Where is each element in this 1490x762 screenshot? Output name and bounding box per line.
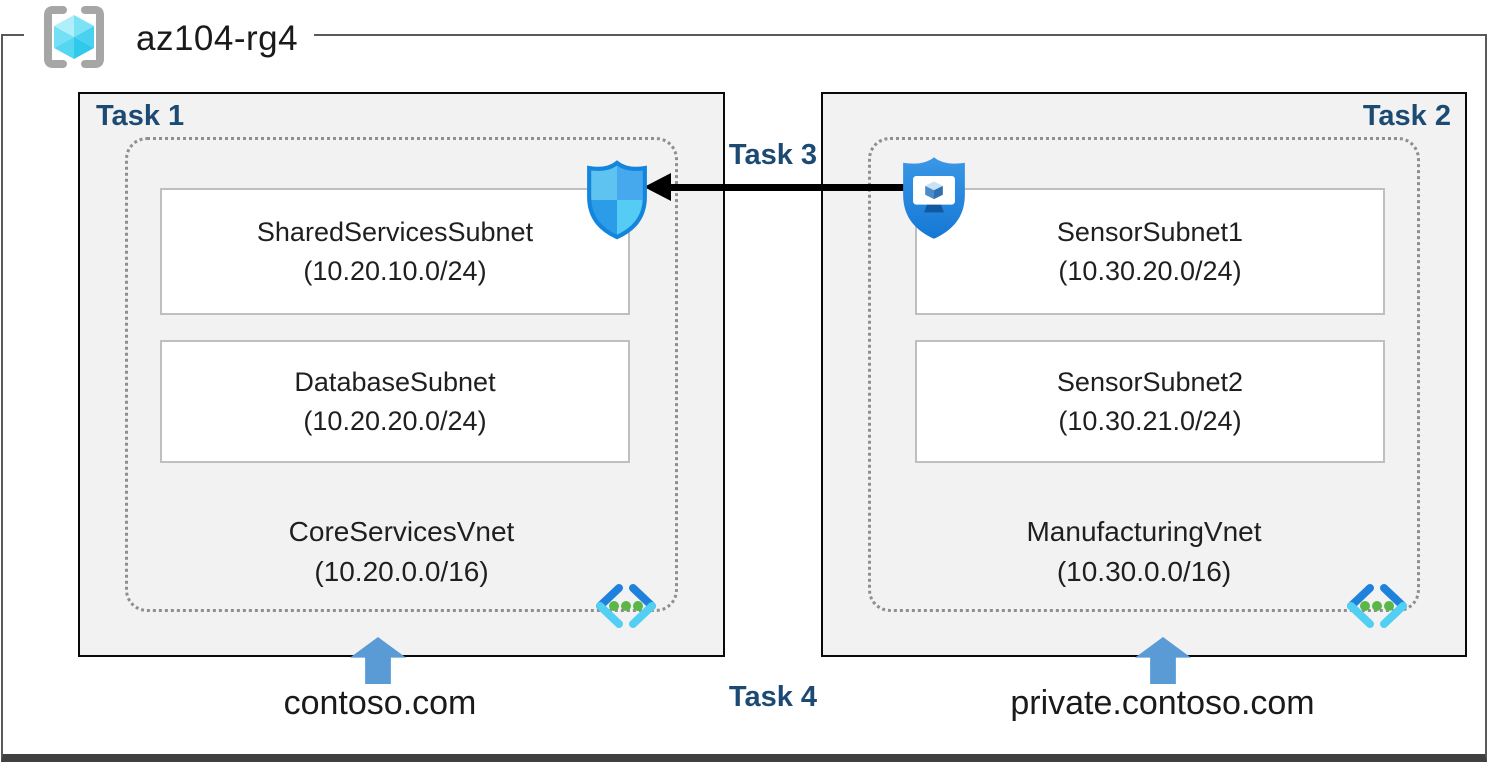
dns-domain-right: private.contoso.com — [1010, 684, 1315, 722]
subnet-name: SharedServicesSubnet — [256, 216, 534, 247]
database-subnet-box: DatabaseSubnet (10.20.20.0/24) — [160, 340, 630, 463]
task4-label: Task 4 — [728, 681, 818, 713]
peering-arrow-line — [668, 184, 930, 191]
dns-domain-left: contoso.com — [283, 684, 477, 722]
sensor-subnet1-box: SensorSubnet1 (10.30.20.0/24) — [915, 188, 1385, 315]
task2-label: Task 2 — [1362, 100, 1451, 132]
resource-group-badge: az104-rg4 — [24, 0, 315, 80]
manufacturing-vnet-boundary — [868, 137, 1420, 612]
vnet-cidr: (10.20.0.0/16) — [314, 556, 489, 587]
manufacturing-vnet-label: ManufacturingVnet (10.30.0.0/16) — [868, 512, 1420, 592]
core-services-vnet-label: CoreServicesVnet (10.20.0.0/16) — [125, 512, 678, 592]
core-services-vnet-boundary — [125, 137, 678, 612]
subnet-name: SensorSubnet1 — [1056, 216, 1244, 247]
network-security-group-icon — [584, 159, 650, 246]
task3-label: Task 3 — [728, 139, 818, 171]
shared-services-subnet-box: SharedServicesSubnet (10.20.10.0/24) — [160, 188, 630, 315]
virtual-network-icon — [1344, 583, 1410, 634]
sensor-subnet2-box: SensorSubnet2 (10.30.21.0/24) — [915, 340, 1385, 463]
black-left-arrow-icon — [644, 173, 671, 201]
virtual-network-icon — [593, 583, 659, 634]
task1-label: Task 1 — [96, 100, 185, 132]
subnet-name: SensorSubnet2 — [1056, 366, 1244, 397]
subnet-cidr: (10.30.20.0/24) — [1058, 255, 1242, 286]
resource-group-frame — [1, 34, 1487, 762]
bastion-shield-icon — [896, 155, 972, 246]
resource-group-name: az104-rg4 — [136, 19, 299, 58]
subnet-cidr: (10.20.10.0/24) — [303, 255, 487, 286]
azure-resource-group-icon — [36, 0, 112, 80]
subnet-name: DatabaseSubnet — [294, 366, 496, 397]
vnet-name: ManufacturingVnet — [1026, 516, 1262, 547]
vnet-name: CoreServicesVnet — [288, 516, 515, 547]
vnet-cidr: (10.30.0.0/16) — [1056, 556, 1232, 587]
subnet-cidr: (10.20.20.0/24) — [303, 405, 487, 436]
subnet-cidr: (10.30.21.0/24) — [1058, 405, 1242, 436]
